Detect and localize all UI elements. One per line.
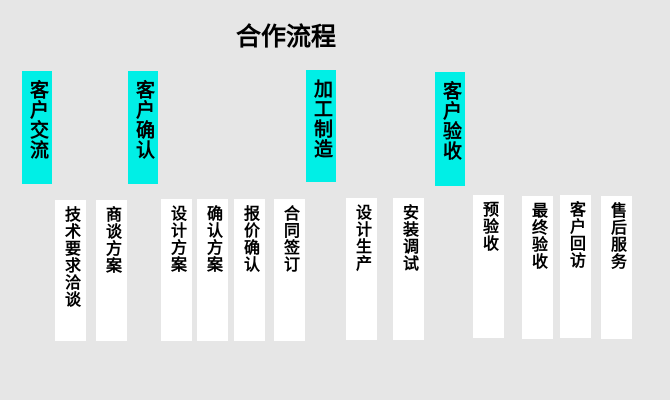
step-bar-customer-return-visit: 客户回访 — [560, 195, 591, 338]
step-bar-after-sales-service: 售后服务 — [601, 196, 632, 339]
step-bar-final-acceptance: 最终验收 — [522, 196, 553, 339]
phase-bar-customer-acceptance: 客户验收 — [435, 72, 465, 186]
step-bar-quotation-confirmation: 报价确认 — [234, 199, 265, 341]
phase-bar-manufacturing: 加工制造 — [306, 70, 336, 182]
slide-title: 合作流程 — [236, 23, 337, 51]
step-bar-pre-acceptance: 预验收 — [473, 195, 504, 338]
step-bar-contract-signing: 合同签订 — [274, 199, 305, 341]
step-bar-design-production: 设计生产 — [346, 198, 377, 340]
step-bar-confirm-plan: 确认方案 — [197, 199, 228, 341]
step-bar-design-plan: 设计方案 — [161, 199, 192, 341]
phase-bar-customer-communication: 客户交流 — [22, 71, 52, 184]
phase-bar-customer-confirmation: 客户确认 — [128, 71, 158, 184]
step-bar-technical-requirements-negotiation: 技术要求洽谈 — [55, 200, 86, 341]
step-bar-installation-debugging: 安装调试 — [393, 198, 424, 340]
step-bar-business-plan-discussion: 商谈方案 — [96, 200, 127, 341]
